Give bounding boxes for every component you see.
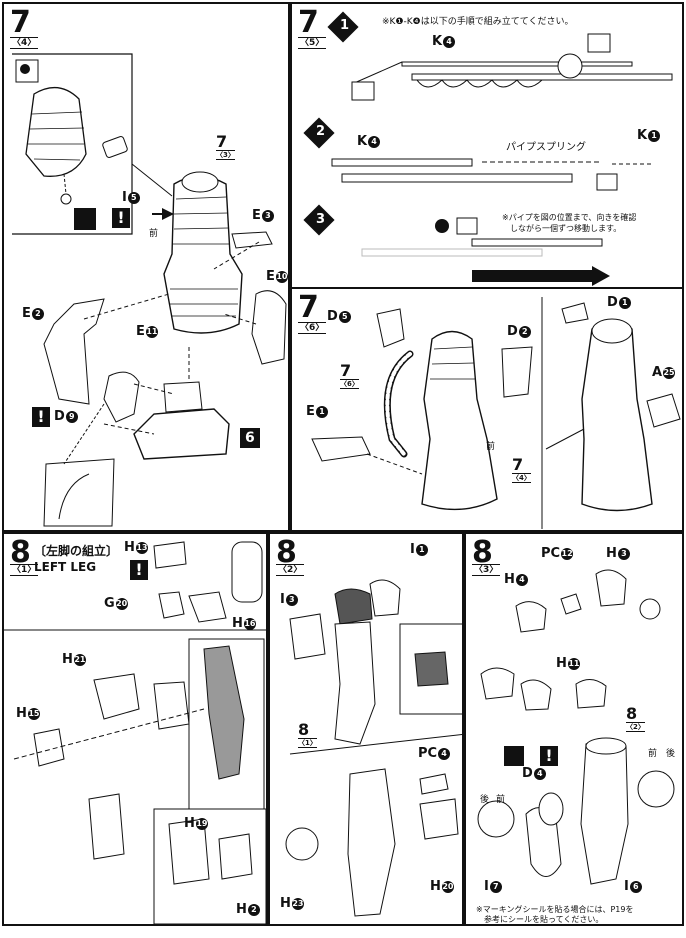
ref-step-7-6: 7〈6〉 [340, 361, 359, 389]
ref-step-7-3: 7〈3〉 [216, 132, 235, 160]
step-3-badge: 3 [316, 212, 326, 227]
back-label-2: 後 [480, 795, 490, 805]
front-label: 前 [486, 442, 496, 452]
label-G20: G20 [104, 596, 128, 611]
front-label: 前 [648, 749, 658, 759]
label-H19: H19 [184, 816, 208, 831]
label-H23: H23 [280, 896, 304, 911]
step-sub: 〈1〉 [10, 564, 39, 576]
sticker-note-1: ※マーキングシールを貼る場合には、P19を [476, 905, 634, 914]
step-number: 7 [298, 5, 319, 40]
step-number: 7 [298, 290, 319, 325]
step-6-label: 6 [245, 430, 255, 446]
move-note-2: しながら一個ずつ移動します。 [510, 224, 622, 233]
label-H11: H11 [556, 656, 580, 671]
label-H21: H21 [62, 652, 86, 667]
label-E11: E11 [136, 324, 158, 339]
label-E10: E10 [266, 269, 288, 284]
label-H16: H16 [232, 616, 256, 631]
thigh-diagram [285, 579, 462, 917]
page-bottom [0, 926, 686, 938]
panel-step-7-4: 7 〈4〉 [2, 2, 290, 532]
rotate-icon [74, 208, 96, 230]
label-H15: H15 [16, 706, 40, 721]
front-label: 前 [149, 229, 159, 239]
section-title: 〔左脚の組立〕 [34, 544, 119, 558]
step-number: 8 [10, 535, 31, 570]
caution-icon: ! [112, 208, 130, 228]
assembly-diagram [12, 53, 287, 527]
caution-icon-2: ! [32, 407, 50, 427]
step-number: 8 [472, 535, 493, 570]
ref-step-7-4: 7〈4〉 [512, 455, 531, 483]
panel-step-8-1: 8 〈1〉 〔左脚の組立〕 LEFT LEG H13 ! G20 H16 H21… [2, 532, 268, 926]
front-label-2: 前 [496, 795, 506, 805]
step-sub: 〈3〉 [472, 564, 501, 576]
step-number: 7 [10, 5, 31, 40]
instruction-note: ※K❶-K❹は以下の手順で組み立ててください。 [382, 17, 574, 27]
label-A25: A25 [652, 365, 676, 380]
sticker-note-2: 参考にシールを貼ってください。 [484, 915, 604, 924]
pipe-diagram [303, 11, 673, 286]
assembly-diagram [311, 297, 681, 529]
label-H13: H13 [124, 540, 148, 555]
leg-assembly-diagram [477, 569, 675, 885]
step-number: 8 [276, 535, 297, 570]
ref-step-8-1: 8〈1〉 [298, 720, 317, 748]
label-H20: H20 [430, 879, 454, 894]
back-label: 後 [666, 749, 676, 759]
caution-icon: ! [540, 746, 558, 766]
step-sub: 〈4〉 [10, 37, 39, 49]
step-1-badge: 1 [340, 18, 350, 33]
move-note-1: ※パイプを図の位置まで、向きを確認 [502, 213, 637, 222]
leg-diagram [4, 541, 266, 924]
section-title-en: LEFT LEG [34, 560, 97, 574]
step-sub: 〈6〉 [298, 322, 327, 334]
pipe-spring-label: パイプスプリング [506, 142, 586, 153]
step-sub: 〈2〉 [276, 564, 305, 576]
ref-step-8-2: 8〈2〉 [626, 704, 645, 732]
step-2-badge: 2 [316, 124, 326, 139]
caution-icon: ! [130, 560, 148, 580]
label-PC12: PC12 [541, 546, 574, 561]
step-sub: 〈5〉 [298, 37, 327, 49]
